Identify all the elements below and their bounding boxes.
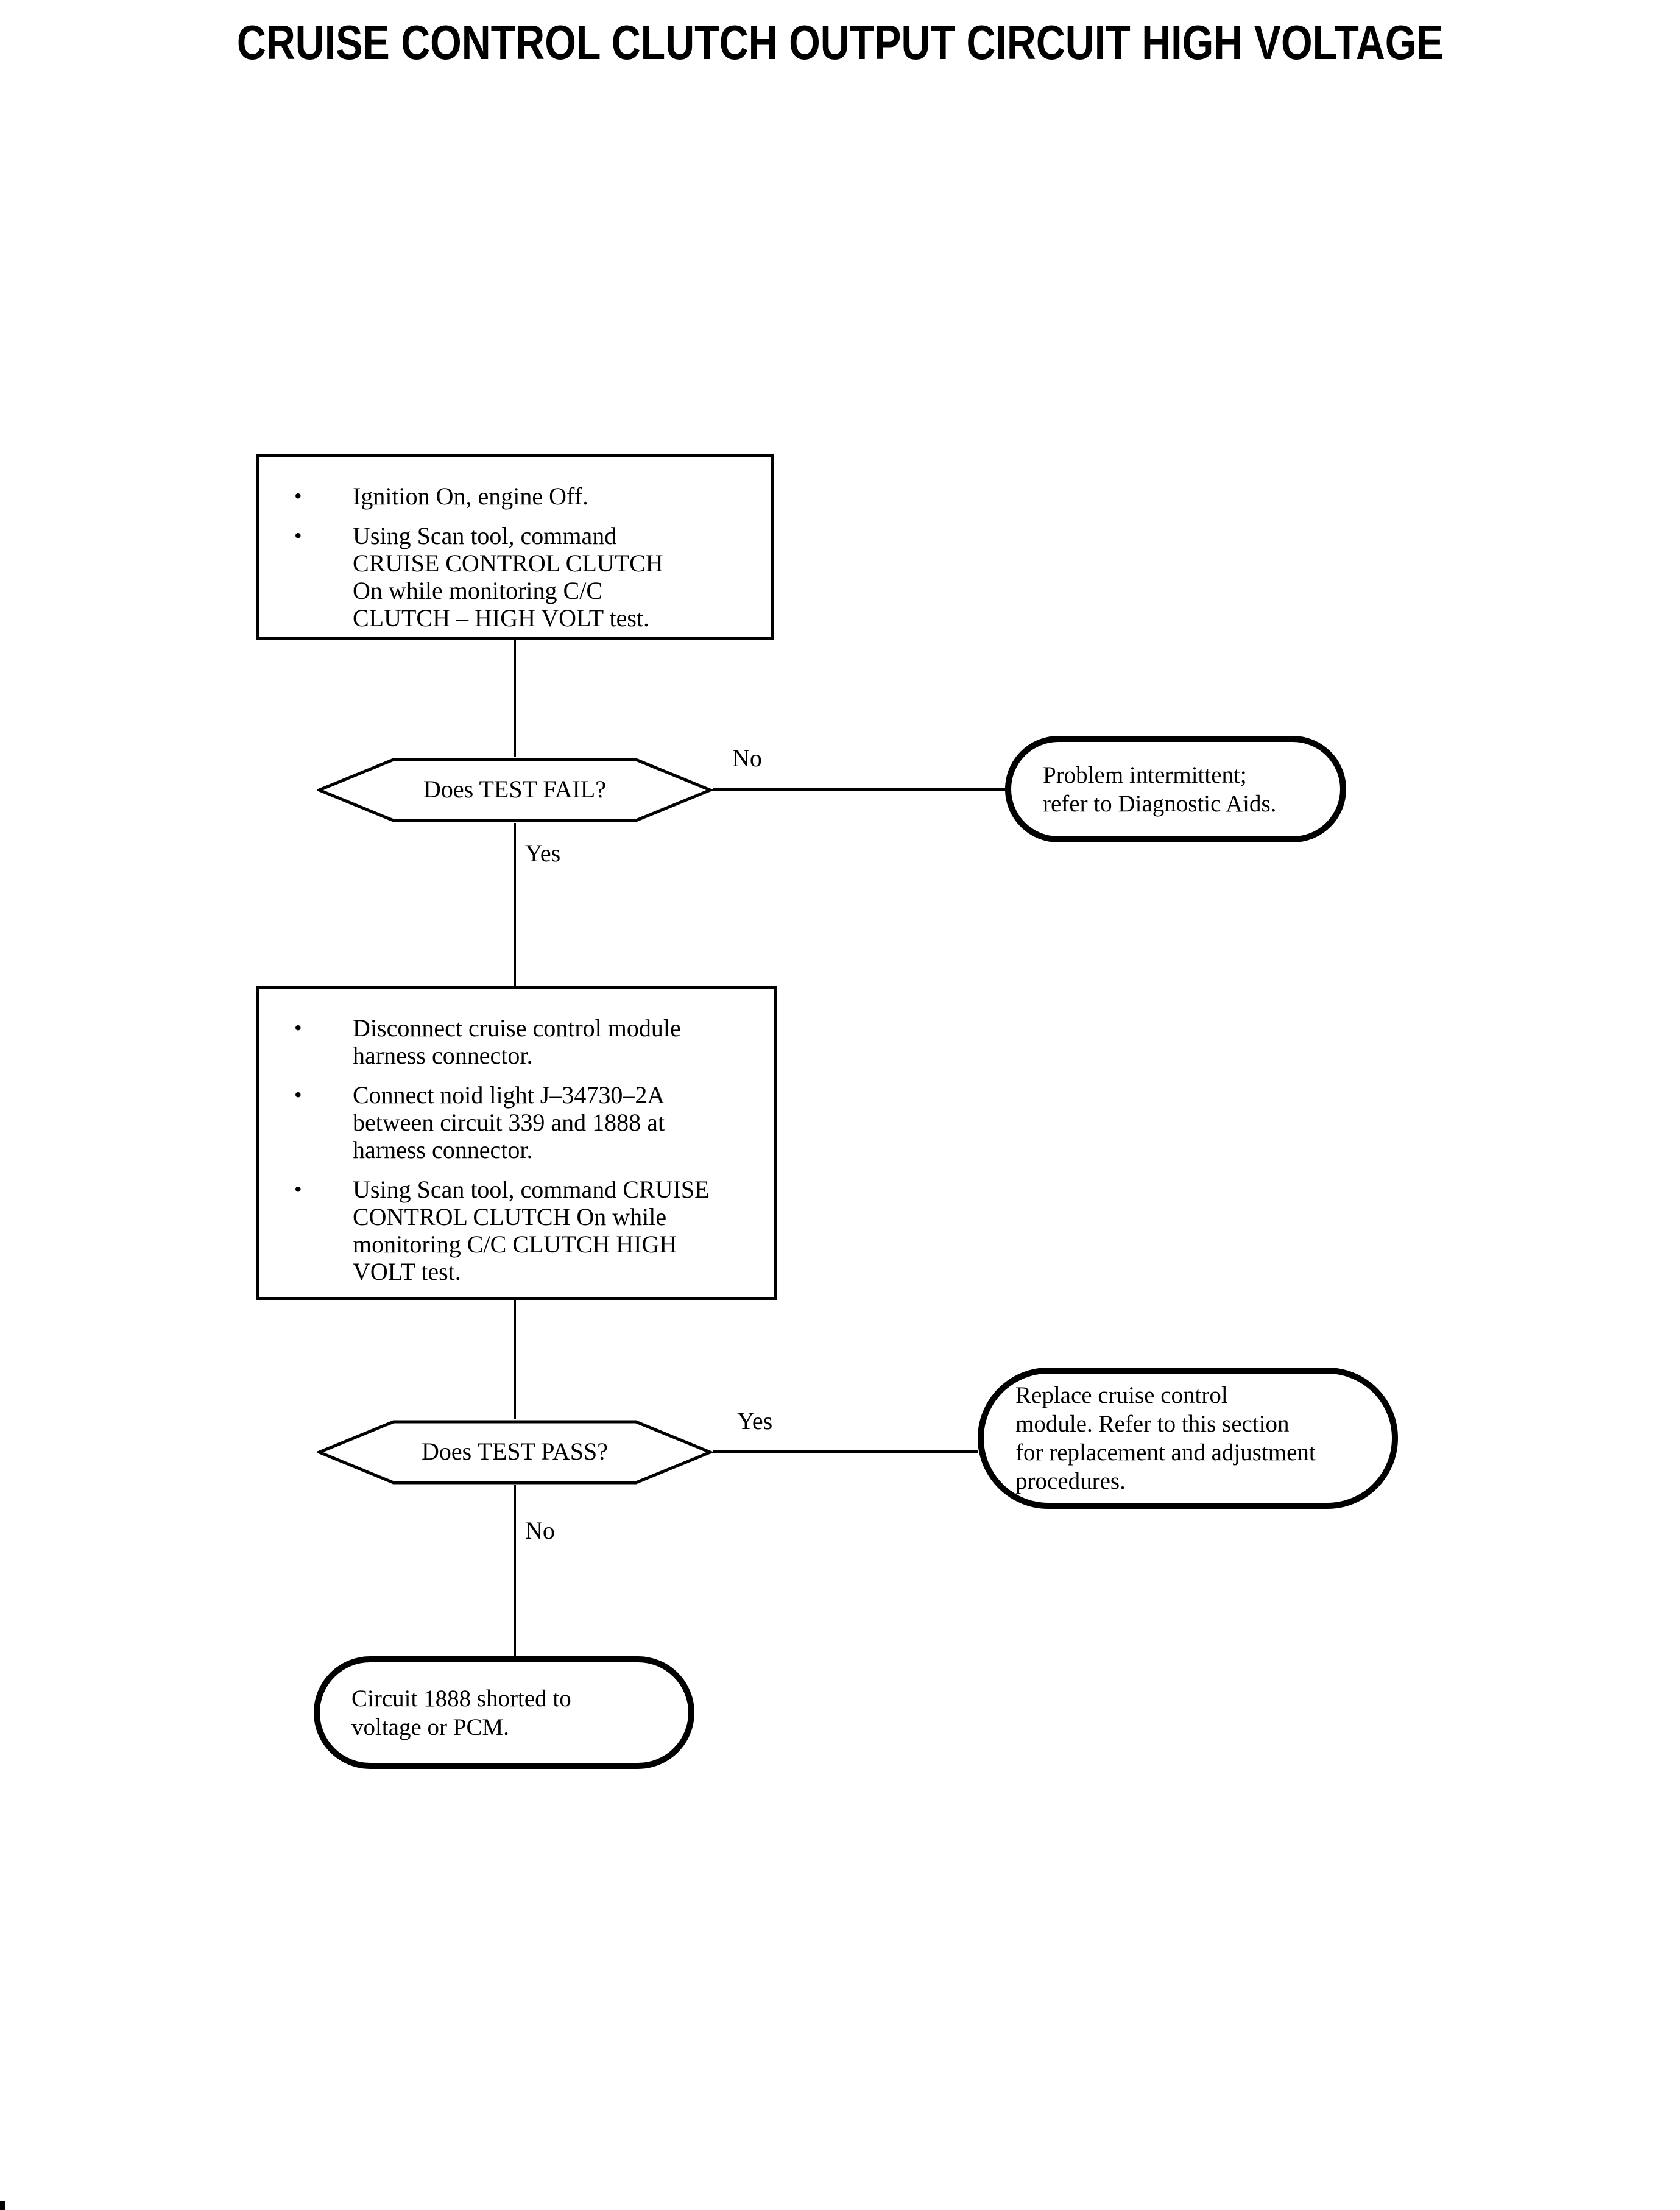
connector-decision2-yes [713, 1450, 978, 1453]
terminal-circuit-shorted-text: Circuit 1888 shorted to voltage or PCM. [351, 1685, 571, 1740]
decision1-yes-label: Yes [525, 839, 561, 867]
process-box-step2-content: • Disconnect cruise control module harne… [259, 989, 774, 1285]
terminal-replace-module-text: Replace cruise control module. Refer to … [1015, 1382, 1316, 1494]
bullet-icon: • [294, 484, 302, 508]
decision2-no-label: No [525, 1517, 555, 1544]
terminal-replace-module: Replace cruise control module. Refer to … [978, 1368, 1398, 1509]
step2-bullet-1: • Disconnect cruise control module harne… [294, 1014, 753, 1069]
process-box-step2: • Disconnect cruise control module harne… [256, 986, 777, 1300]
connector-step1-to-decision1 [514, 640, 516, 757]
page-title: CRUISE CONTROL CLUTCH OUTPUT CIRCUIT HIG… [0, 15, 1680, 71]
decision1-question: Does TEST FAIL? [423, 775, 606, 803]
decision2-hexagon: Does TEST PASS? [317, 1419, 713, 1485]
terminal-problem-intermittent: Problem intermittent; refer to Diagnosti… [1005, 736, 1346, 842]
decision2-hexagon-shape [317, 1420, 713, 1485]
step2-bullet-1-text: Disconnect cruise control module harness… [353, 1014, 681, 1069]
decision1-hexagon: Does TEST FAIL? [317, 757, 713, 823]
connector-decision1-yes [514, 823, 516, 986]
bullet-icon: • [294, 1015, 302, 1040]
decision2-question: Does TEST PASS? [421, 1437, 608, 1465]
connector-step2-to-decision2 [514, 1300, 516, 1419]
scan-artifact [0, 2201, 5, 2210]
step2-bullet-2: • Connect noid light J–34730–2A between … [294, 1081, 753, 1163]
connector-decision2-no [514, 1485, 516, 1656]
decision1-no-label: No [732, 744, 762, 772]
step1-bullet-1-text: Ignition On, engine Off. [353, 482, 588, 510]
terminal-circuit-shorted: Circuit 1888 shorted to voltage or PCM. [314, 1656, 694, 1769]
process-box-step1: • Ignition On, engine Off. • Using Scan … [256, 454, 774, 640]
page-title-text: CRUISE CONTROL CLUTCH OUTPUT CIRCUIT HIG… [236, 15, 1444, 69]
terminal-problem-intermittent-text: Problem intermittent; refer to Diagnosti… [1043, 761, 1277, 817]
bullet-icon: • [294, 523, 302, 548]
decision2-yes-label: Yes [737, 1407, 773, 1435]
step1-bullet-1: • Ignition On, engine Off. [294, 482, 750, 510]
process-box-step1-content: • Ignition On, engine Off. • Using Scan … [259, 457, 771, 632]
decision1-hexagon-shape [317, 758, 713, 822]
step2-bullet-3-text: Using Scan tool, command CRUISE CONTROL … [353, 1176, 710, 1285]
step2-bullet-2-text: Connect noid light J–34730–2A between ci… [353, 1081, 665, 1163]
step1-bullet-2: • Using Scan tool, command CRUISE CONTRO… [294, 522, 750, 632]
step2-bullet-3: • Using Scan tool, command CRUISE CONTRO… [294, 1176, 753, 1285]
bullet-icon: • [294, 1082, 302, 1107]
connector-decision1-no [713, 788, 1005, 791]
step1-bullet-2-text: Using Scan tool, command CRUISE CONTROL … [353, 522, 663, 632]
bullet-icon: • [294, 1177, 302, 1201]
